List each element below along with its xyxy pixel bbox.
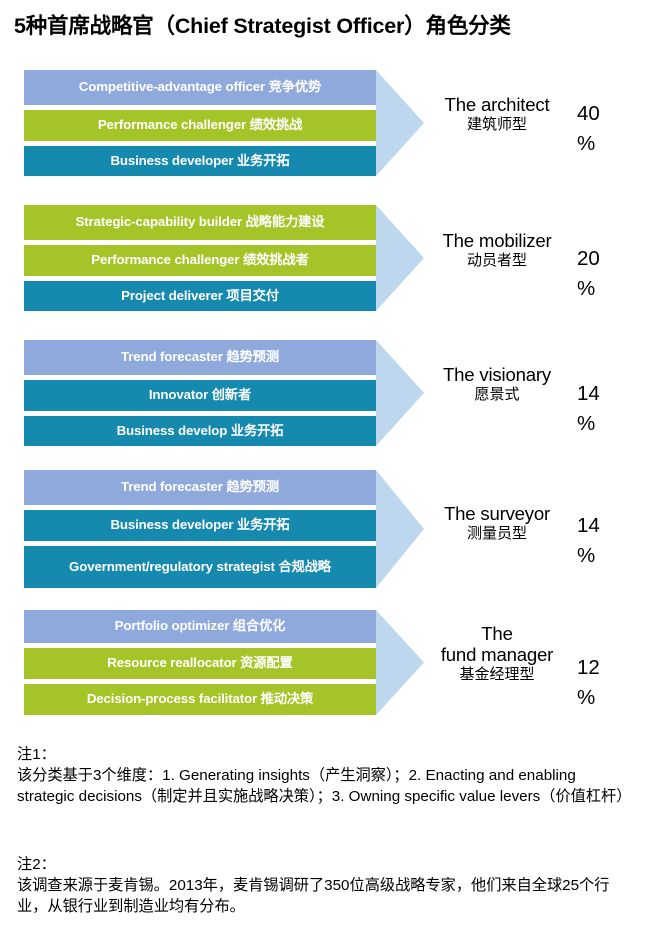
role-label-en: The visionary <box>443 364 551 385</box>
role-bar[interactable]: Strategic-capability builder 战略能力建设 <box>24 205 376 240</box>
role-percentage: 12 % <box>577 656 600 709</box>
role-label-zh: 基金经理型 <box>459 665 535 683</box>
role-bar[interactable]: Competitive-advantage officer 竞争优势 <box>24 70 376 105</box>
role-group: Competitive-advantage officer 竞争优势 Perfor… <box>0 70 652 176</box>
role-label-en: The architect <box>444 94 550 115</box>
role-bar[interactable]: Innovator 创新者 <box>24 380 376 411</box>
role-group: Strategic-capability builder 战略能力建设 Perfo… <box>0 205 652 311</box>
role-bar-stack: Trend forecaster 趋势预测 Innovator 创新者 Busine… <box>24 340 376 446</box>
footnote-1-body: 该分类基于3个维度：1. Generating insights（产生洞察）；2… <box>17 766 632 805</box>
role-bar[interactable]: Trend forecaster 趋势预测 <box>24 470 376 505</box>
role-percentage: 14 % <box>577 382 600 435</box>
role-label-zh: 动员者型 <box>466 251 527 269</box>
role-group: Portfolio optimizer 组合优化 Resource realloc… <box>0 610 652 715</box>
page-title: 5种首席战略官（Chief Strategist Officer）角色分类 <box>14 14 511 38</box>
role-bar[interactable]: Decision-process facilitator 推动决策 <box>24 684 376 715</box>
footnote-2: 注2： 该调查来源于麦肯锡。2013年，麦肯锡调研了350位高级战略专家，他们来… <box>17 855 631 918</box>
role-bar[interactable]: Business develop 业务开拓 <box>24 416 376 446</box>
role-percentage: 20 % <box>577 247 600 300</box>
arrow-right-icon <box>376 205 424 311</box>
role-bar[interactable]: Business developer 业务开拓 <box>24 146 376 176</box>
role-label-en: The mobilizer <box>442 230 552 251</box>
arrow-right-icon <box>376 610 424 715</box>
role-label-zh: 测量员型 <box>466 524 527 542</box>
role-bar-stack: Strategic-capability builder 战略能力建设 Perfo… <box>24 205 376 311</box>
role-bar[interactable]: Project deliverer 项目交付 <box>24 281 376 311</box>
footnote-1: 注1： 该分类基于3个维度：1. Generating insights（产生洞… <box>17 745 631 808</box>
role-bar[interactable]: Resource reallocator 资源配置 <box>24 648 376 679</box>
role-label-en: The surveyor <box>443 503 551 524</box>
footnote-1-head: 注1： <box>17 746 56 763</box>
role-bar[interactable]: Performance challenger 绩效挑战者 <box>24 245 376 276</box>
arrow-right-icon <box>376 340 424 446</box>
arrow-right-icon <box>376 470 424 588</box>
role-bar[interactable]: Portfolio optimizer 组合优化 <box>24 610 376 643</box>
role-percentage: 40 % <box>577 102 600 155</box>
footnote-2-head: 注2： <box>17 856 56 873</box>
role-bar-stack: Trend forecaster 趋势预测 Business developer … <box>24 470 376 588</box>
role-bar[interactable]: Trend forecaster 趋势预测 <box>24 340 376 375</box>
role-label-zh: 建筑师型 <box>466 115 527 133</box>
role-bar[interactable]: Government/regulatory strategist 合规战略 <box>24 546 376 588</box>
role-bar[interactable]: Business developer 业务开拓 <box>24 510 376 541</box>
arrow-right-icon <box>376 70 424 176</box>
role-bar-stack: Competitive-advantage officer 竞争优势 Perfor… <box>24 70 376 176</box>
role-group: Trend forecaster 趋势预测 Innovator 创新者 Busine… <box>0 340 652 446</box>
role-group: Trend forecaster 趋势预测 Business developer … <box>0 470 652 588</box>
role-percentage: 14 % <box>577 514 600 567</box>
role-label-zh: 愿景式 <box>474 385 520 403</box>
role-bar-stack: Portfolio optimizer 组合优化 Resource realloc… <box>24 610 376 715</box>
role-bar[interactable]: Performance challenger 绩效挑战 <box>24 110 376 141</box>
role-groups-container: Competitive-advantage officer 竞争优势 Perfor… <box>0 70 652 715</box>
footnote-2-body: 该调查来源于麦肯锡。2013年，麦肯锡调研了350位高级战略专家，他们来自全球2… <box>17 876 610 915</box>
role-label-en: The fund manager <box>440 623 554 665</box>
